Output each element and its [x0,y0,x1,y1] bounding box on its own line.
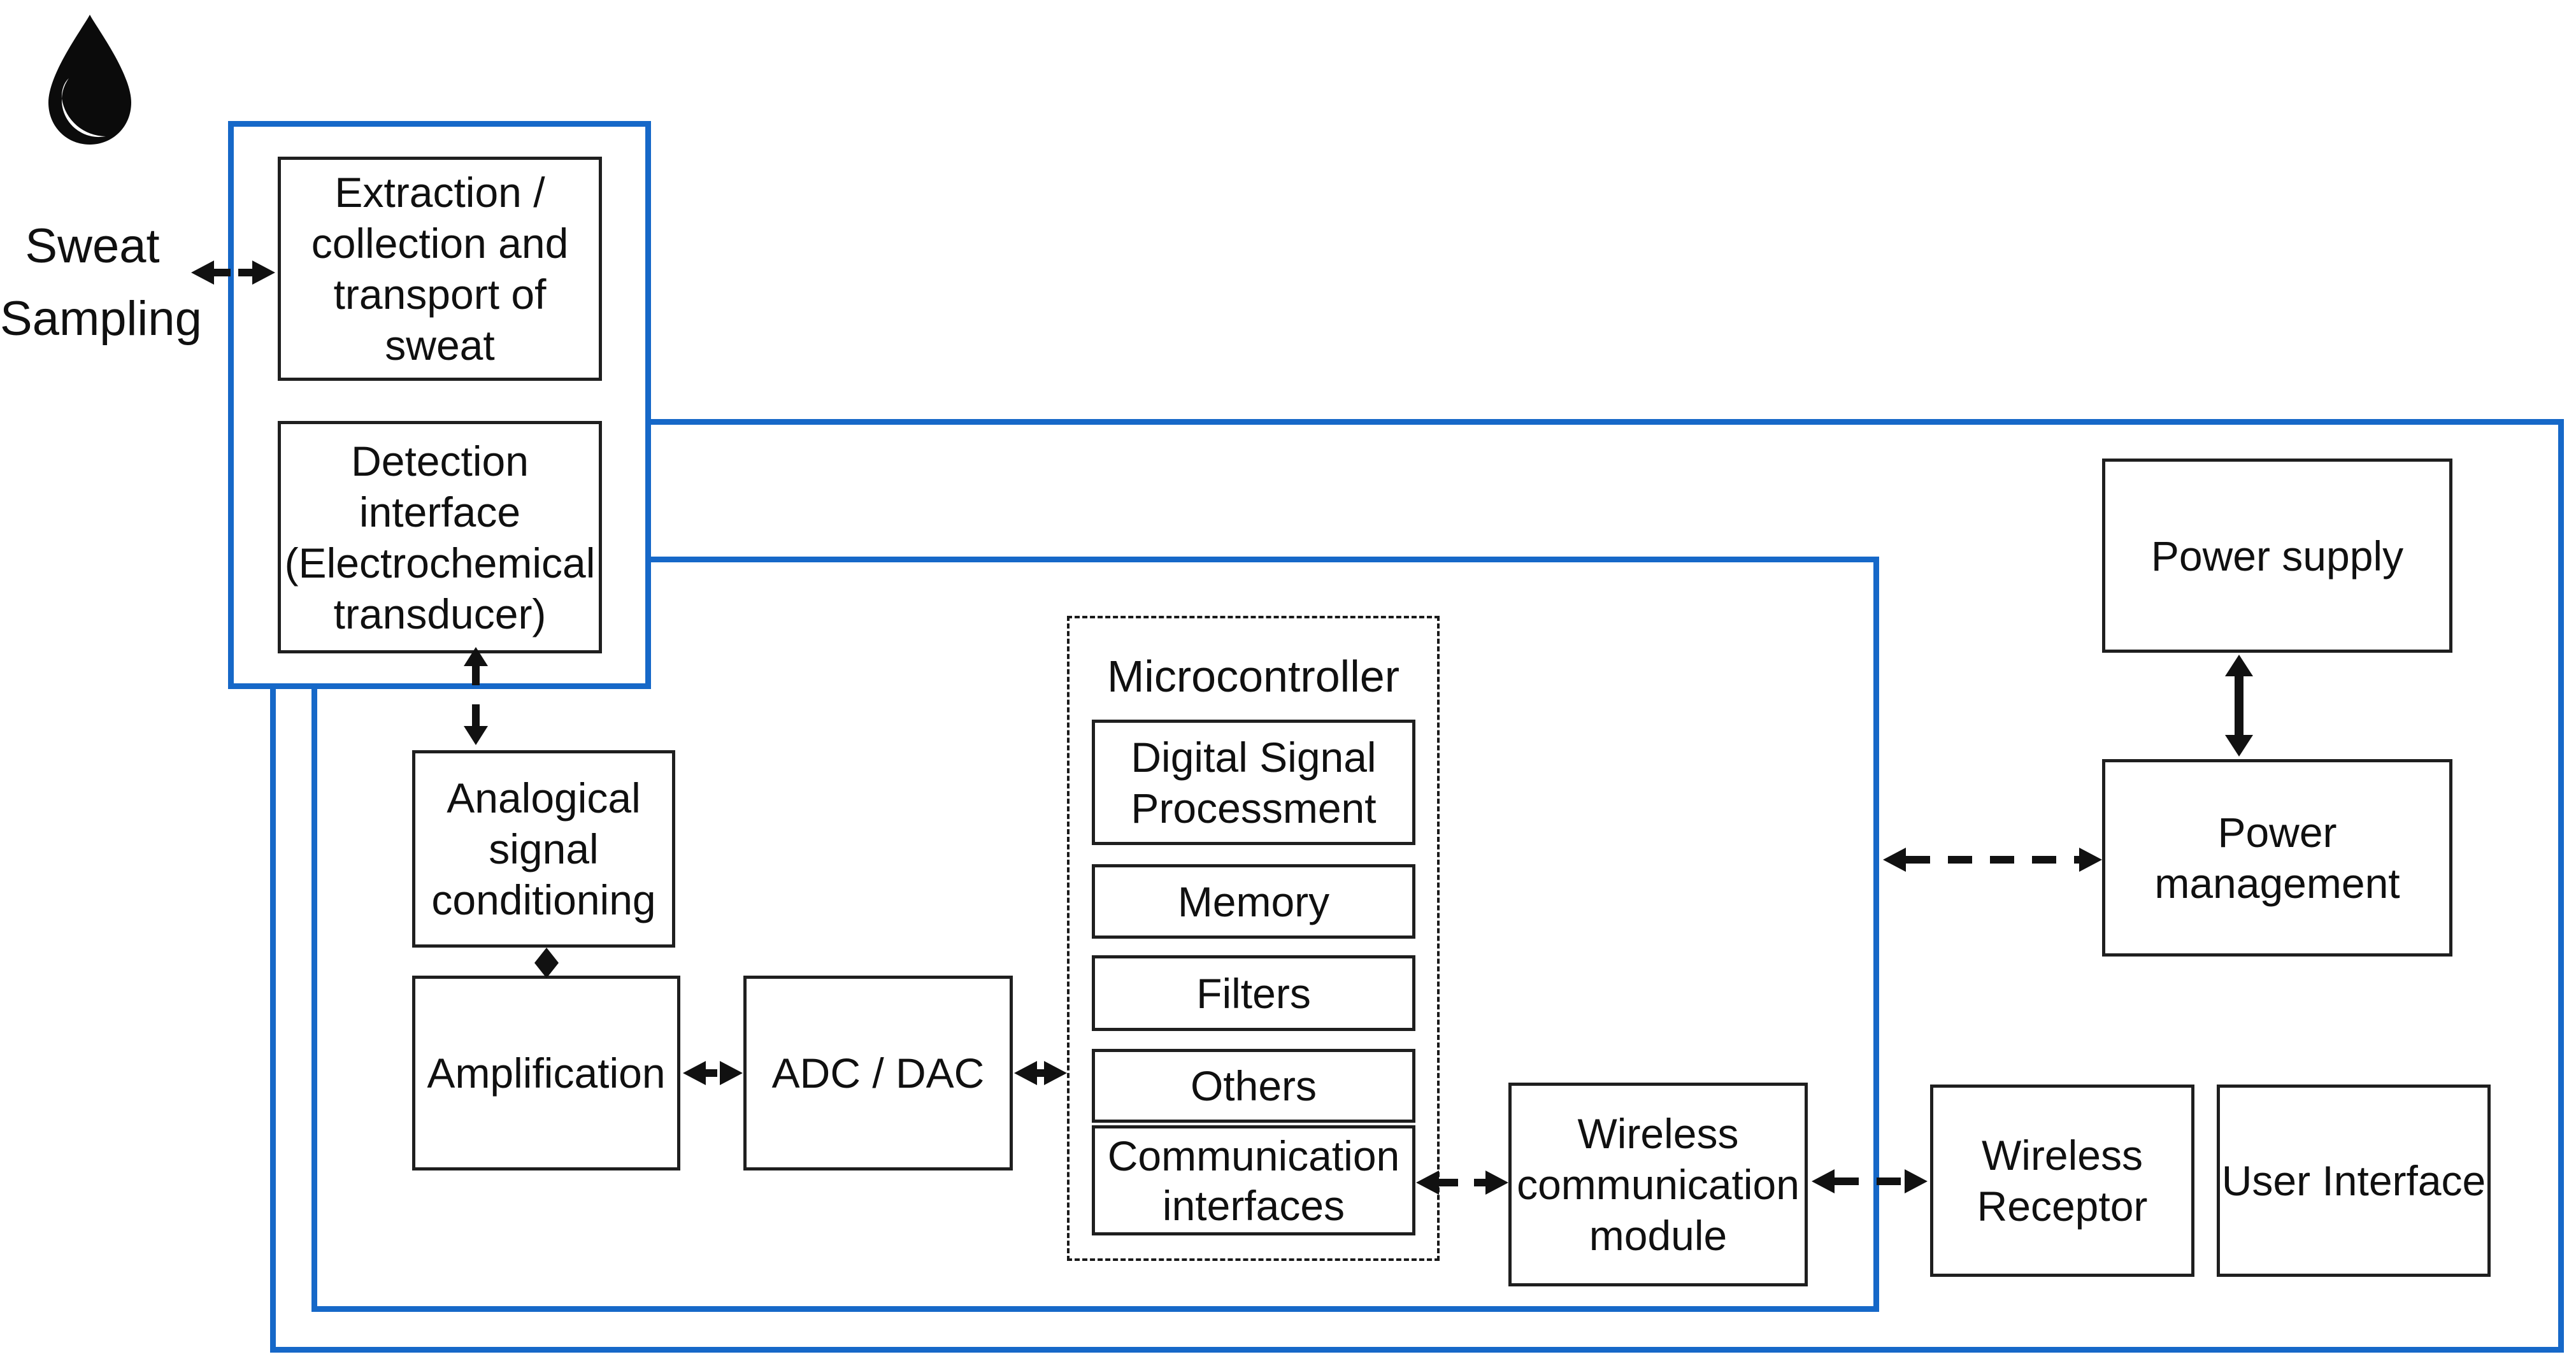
adc-dac-box: ADC / DAC [743,976,1013,1170]
analogical-signal-conditioning-box: Analogical signal conditioning [412,750,675,948]
microcontroller-container [1067,616,1440,1261]
wireless-receptor-label-line-1: Wireless [1981,1132,2143,1179]
wireless-module-label-line-3: module [1589,1212,1728,1259]
extraction-label-line-1: Extraction / [334,169,545,216]
wireless-receptor-box: Wireless Receptor [1930,1085,2194,1277]
adc-dac-label: ADC / DAC [771,1049,985,1097]
extraction-label-line-2: collection and [311,220,569,267]
memory-label: Memory [1177,878,1330,925]
user-interface-box: User Interface [2217,1085,2491,1277]
dsp-label-line-2: Processment [1131,784,1377,832]
memory-box: Memory [1092,864,1415,939]
microcontroller-title: Microcontroller [1107,651,1399,701]
dsp-label-line-1: Digital Signal [1131,733,1377,781]
sweat-drop-icon [48,15,131,145]
amplification-box: Amplification [412,976,680,1170]
power-supply-label: Power supply [2150,532,2404,580]
detection-label-line-2: interface [359,488,521,536]
detection-label-line-3: (Electrochemical [284,539,596,587]
comm-interfaces-label-line-2: interfaces [1162,1181,1345,1229]
wireless-module-label-line-2: communication [1517,1161,1800,1208]
detection-label-line-4: transducer) [333,590,547,637]
others-box: Others [1092,1049,1415,1123]
analogical-label-line-2: signal [489,825,599,872]
analogical-label-line-1: Analogical [447,774,641,822]
analogical-label-line-3: conditioning [431,876,656,923]
extraction-label-line-4: sweat [385,322,495,369]
system-inner-container [311,557,1879,1312]
system-outer-container [270,419,2564,1353]
sweat-sampling-label-line-2: Sampling [0,292,202,346]
digital-signal-processment-box: Digital Signal Processment [1092,720,1415,845]
extraction-box: Extraction / collection and transport of… [278,157,602,381]
wireless-module-label-line-1: Wireless [1577,1110,1739,1157]
comm-interfaces-label-line-1: Communication [1107,1132,1400,1179]
detection-label-line-1: Detection [351,437,529,485]
power-management-label-line-1: Power [2217,809,2337,856]
user-interface-label: User Interface [2221,1157,2486,1204]
sweat-sampling-label: Sweat Sampling [0,210,202,355]
power-management-box: Power management [2102,759,2452,957]
wireless-receptor-label-line-2: Receptor [1977,1183,2148,1230]
sweat-sampling-label-line-1: Sweat [25,219,160,273]
filters-box: Filters [1092,955,1415,1031]
power-supply-box: Power supply [2102,459,2452,653]
amplification-label: Amplification [427,1049,666,1097]
others-label: Others [1190,1062,1317,1109]
extraction-label-line-3: transport of [333,271,547,318]
filters-label: Filters [1196,969,1311,1017]
power-management-label-line-2: management [2154,860,2400,907]
detection-interface-box: Detection interface (Electrochemical tra… [278,421,602,653]
wireless-communication-module-box: Wireless communication module [1508,1083,1808,1286]
communication-interfaces-box: Communication interfaces [1092,1125,1415,1235]
